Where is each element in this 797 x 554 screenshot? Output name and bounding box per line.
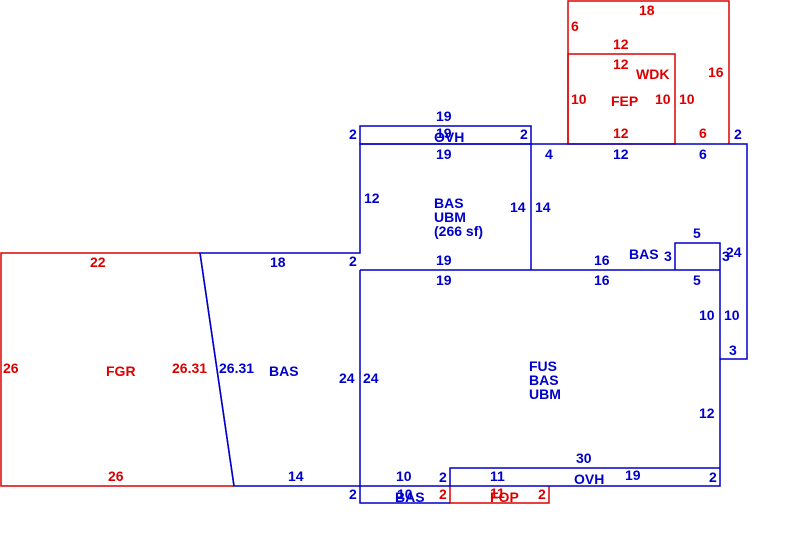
fus-label: FUS	[529, 358, 557, 374]
dim-wdk-inner-left: 10	[679, 91, 695, 107]
dim-fop-right: 2	[538, 486, 546, 502]
dim-ovh-top: 19	[436, 108, 452, 124]
dim-wdk-top: 18	[639, 2, 655, 18]
bas-upper-label-3: (266 sf)	[434, 223, 483, 239]
dim-center-top-19: 19	[436, 272, 452, 288]
bas-small-box	[674, 242, 721, 359]
dim-fep-top-a: 12	[613, 36, 629, 52]
dim-center-30: 30	[576, 450, 592, 466]
dim-east-right-24: 24	[726, 244, 742, 260]
dim-upper-top: 19	[436, 146, 452, 162]
bas-upper-label-2: UBM	[434, 209, 466, 225]
dim-center-left-a: 24	[339, 370, 355, 386]
dim-notch-right: 10	[724, 307, 740, 323]
dim-fop-left: 2	[439, 486, 447, 502]
dim-center-left-b: 24	[363, 370, 379, 386]
main-building-outline	[199, 143, 748, 487]
dim-left-step: 2	[349, 253, 357, 269]
dim-ovh-b-11: 11	[490, 468, 505, 484]
dim-east-top-12: 12	[613, 146, 629, 162]
dim-bas3-top: 5	[693, 225, 701, 241]
dim-bot-2-left: 2	[349, 486, 357, 502]
dim-center-top-16: 16	[594, 272, 610, 288]
dim-east-right-2: 2	[734, 126, 742, 142]
dim-ovh-top-inner: 19	[436, 125, 452, 141]
bas-bottom-outline	[359, 486, 450, 504]
dim-fgr-bottom: 26	[108, 468, 124, 484]
dim-ovh-right: 2	[520, 126, 528, 142]
dim-ovh-b-2-right: 2	[709, 469, 717, 485]
dim-east-top-4: 4	[545, 146, 553, 162]
dim-fop-11: 11	[490, 485, 505, 501]
dim-fgr-right: 26.31	[172, 360, 207, 376]
bas-center-label: BAS	[529, 372, 559, 388]
dim-upper-right-16: 16	[594, 252, 610, 268]
dim-bas3-right: 3	[722, 248, 730, 264]
fep-label: FEP	[611, 93, 638, 109]
dim-bot-10: 10	[397, 486, 413, 502]
fop-outline	[449, 486, 550, 504]
dim-left-top: 18	[270, 254, 286, 270]
dim-upper-right-a: 14	[510, 199, 526, 215]
dim-center-right-12: 12	[699, 405, 715, 421]
ovh-bottom-outline	[449, 467, 720, 486]
dim-upper-right-b: 14	[535, 199, 551, 215]
dim-fgr-top: 22	[90, 254, 106, 270]
dim-fep-top-b: 12	[613, 56, 629, 72]
dim-wdk-left: 6	[571, 18, 579, 34]
dim-bas3-left: 3	[664, 248, 672, 264]
dim-fgr-left: 26	[3, 360, 19, 376]
dim-notch-bottom: 3	[729, 342, 737, 358]
dim-left-bottom: 14	[288, 468, 304, 484]
dim-left-diag: 26.31	[219, 360, 254, 376]
ovh-top-label: OVH	[434, 129, 464, 145]
dim-fep-right: 10	[655, 91, 671, 107]
dim-fep-bottom: 12	[613, 125, 629, 141]
dim-east-top-6: 6	[699, 146, 707, 162]
dim-ovh-b-10: 10	[396, 468, 412, 484]
dim-upper-left: 12	[364, 190, 380, 206]
ubm-center-label: UBM	[529, 386, 561, 402]
wdk-label: WDK	[636, 66, 669, 82]
dim-notch-left: 10	[699, 307, 715, 323]
bas-left-label: BAS	[269, 363, 299, 379]
dim-wdk-right: 16	[708, 64, 724, 80]
fop-label: FOP	[490, 489, 519, 505]
dim-ovh-left: 2	[349, 126, 357, 142]
ovh-top-outline	[359, 125, 532, 145]
dim-fep-left: 10	[571, 91, 587, 107]
bas-bottom-label: BAS	[395, 489, 425, 505]
dim-ovh-b-19: 19	[625, 467, 641, 483]
fgr-label: FGR	[106, 363, 136, 379]
dim-bas3-bottom: 5	[693, 272, 701, 288]
dim-upper-bottom: 19	[436, 252, 452, 268]
dim-wdk-bottom: 6	[699, 125, 707, 141]
bas-upper-label-1: BAS	[434, 195, 464, 211]
dim-ovh-b-2-left: 2	[439, 469, 447, 485]
ovh-bottom-label: OVH	[574, 471, 604, 487]
bas-small-label: BAS	[629, 246, 659, 262]
